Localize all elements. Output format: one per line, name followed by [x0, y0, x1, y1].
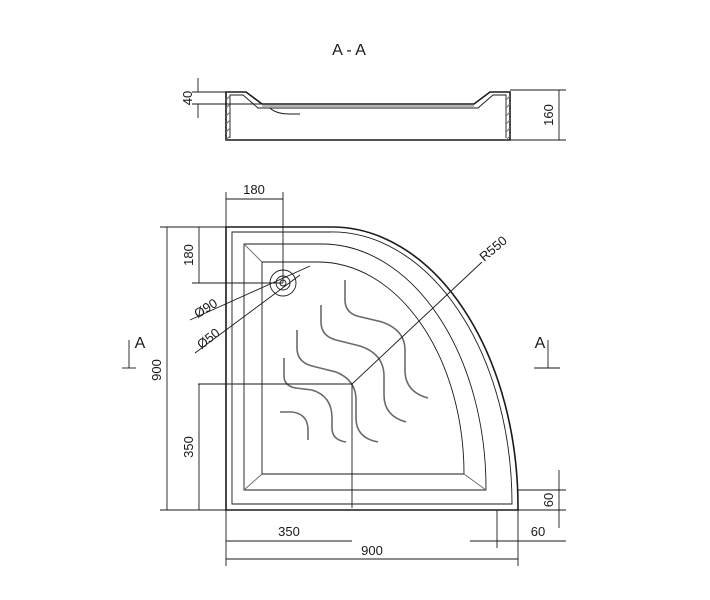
basin-outer — [243, 243, 487, 491]
dim-depth-label: 40 — [180, 91, 195, 105]
dim-bottom-offset-label: 350 — [181, 436, 196, 458]
dim-left-offset — [225, 510, 352, 566]
section-mark-right — [534, 340, 560, 369]
dim-left-offset-label: 350 — [278, 524, 300, 539]
dim-drain-y-label: 180 — [181, 244, 196, 266]
section-view: A - A 40 160 — [180, 42, 566, 141]
dim-straight-right-label: 60 — [531, 524, 545, 539]
dim-drain-x-label: 180 — [243, 182, 265, 197]
dim-overall-width-label: 900 — [361, 543, 383, 558]
section-hatching — [225, 95, 511, 141]
diameter-leaders — [189, 265, 311, 354]
dim-drain-x — [225, 192, 284, 283]
tray-rim — [231, 231, 513, 505]
dim-drain-y — [192, 226, 283, 284]
dim-overall-width — [226, 510, 519, 566]
dim-straight-right — [470, 510, 566, 548]
section-mark-left — [122, 340, 136, 369]
dim-overall-height — [160, 226, 226, 511]
dim-radius-label: R550 — [476, 233, 509, 264]
dim-depth — [192, 78, 262, 118]
dim-inner-diameter-label: Ø50 — [194, 325, 223, 352]
basin-corners — [243, 243, 487, 491]
radius-leader — [198, 261, 483, 508]
dim-straight-bottom-label: 60 — [541, 493, 556, 507]
dim-overall-height-label: 900 — [149, 359, 164, 381]
dim-straight-bottom — [518, 470, 566, 528]
dim-height — [510, 89, 566, 141]
dim-height-label: 160 — [541, 104, 556, 126]
plan-view: R550 Ø90 Ø50 180 180 900 — [122, 182, 566, 566]
section-drain — [269, 107, 300, 115]
basin-inner — [261, 261, 465, 475]
section-mark-left-label: A — [135, 335, 146, 352]
section-profile-outer — [225, 91, 511, 141]
section-profile-inner — [229, 94, 507, 138]
anti-slip-ribs — [280, 280, 429, 443]
section-mark-right-label: A — [535, 335, 546, 352]
section-title: A - A — [332, 42, 366, 59]
tray-outer-contour — [225, 226, 519, 511]
